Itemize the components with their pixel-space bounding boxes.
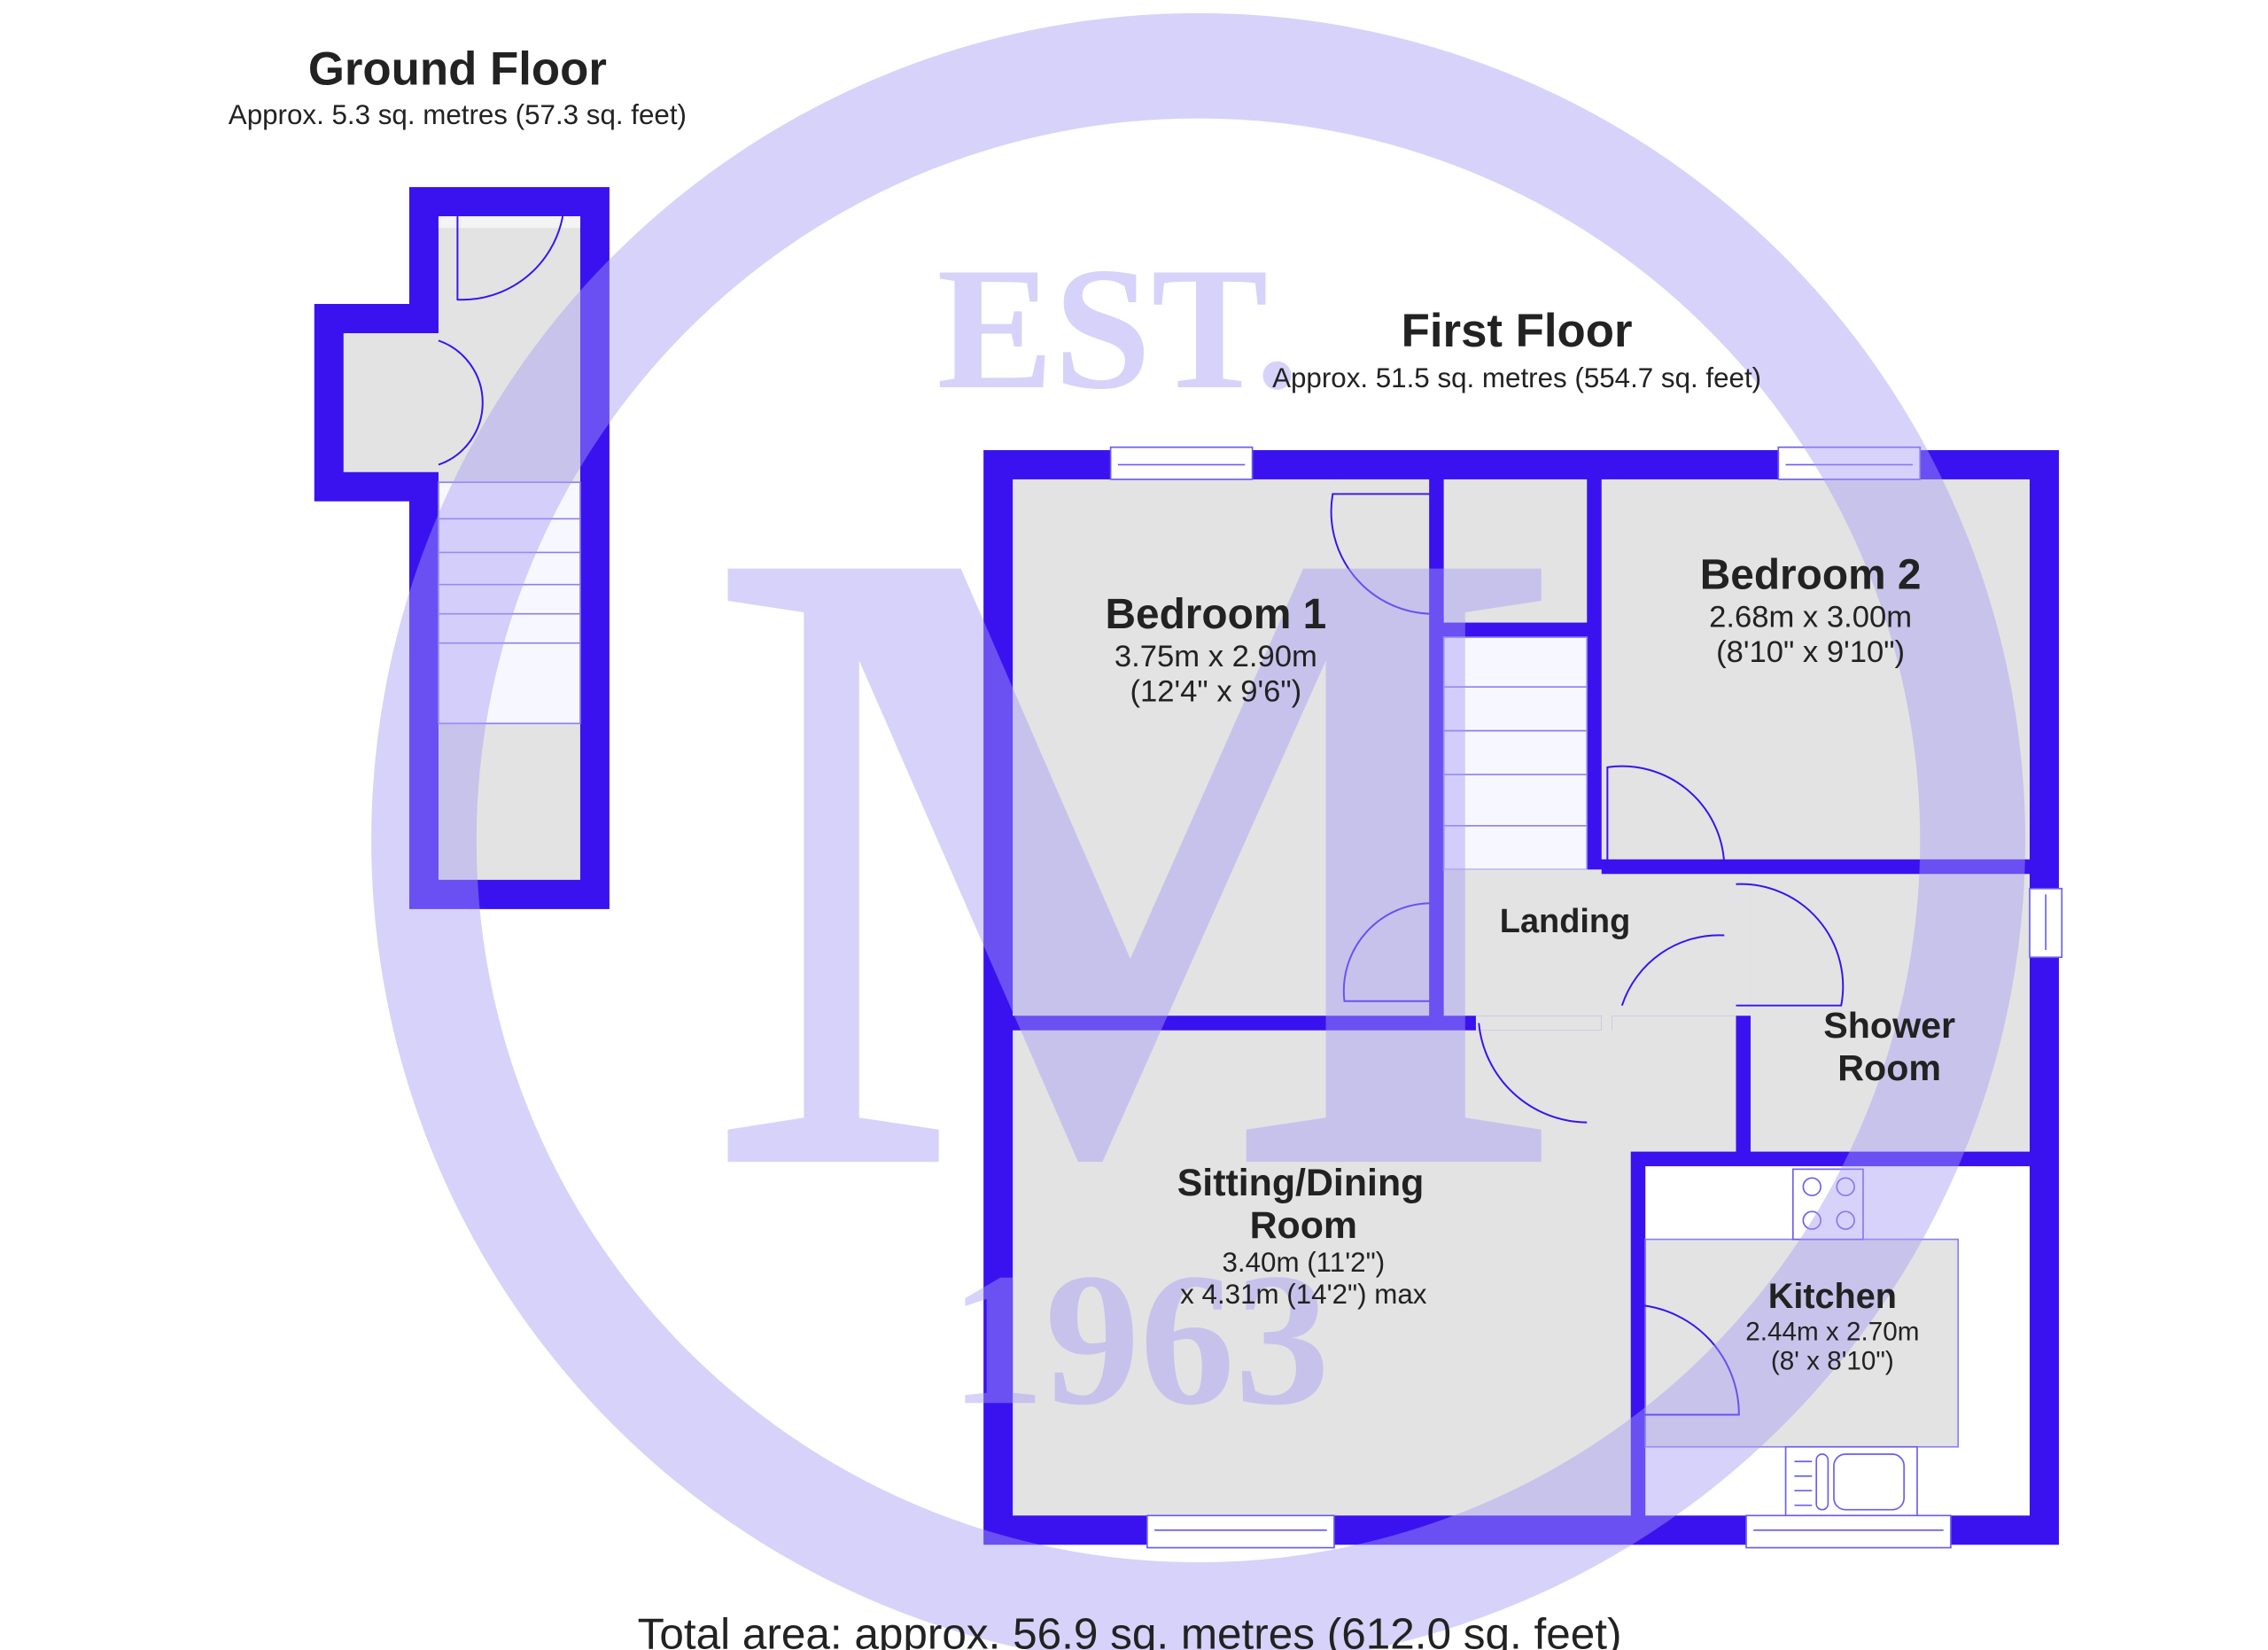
sitting-room-dim-2: x 4.31m (14'2") max — [1180, 1279, 1427, 1310]
sink-icon — [1784, 1445, 1918, 1517]
bedroom-2-imperial: (8'10" x 9'10") — [1716, 635, 1905, 669]
windows — [1109, 446, 2063, 1549]
hob-icon — [1791, 1168, 1864, 1241]
svg-text:EST.: EST. — [936, 231, 1299, 425]
svg-text:1963: 1963 — [950, 1234, 1330, 1444]
bedroom-1-metric: 3.75m x 2.90m — [1115, 640, 1317, 673]
kitchen-imperial: (8' x 8'10") — [1771, 1346, 1894, 1375]
sitting-room-label-2: Room — [1250, 1204, 1357, 1247]
sitting-room-label-1: Sitting/Dining — [1177, 1162, 1425, 1204]
shower-room-floor — [1750, 874, 2030, 1152]
bedroom-2-floor — [1601, 479, 2030, 860]
first-floor-plan — [983, 446, 2063, 1549]
stairs — [438, 481, 581, 725]
total-area: Total area: approx. 56.9 sq. metres (612… — [638, 1609, 1622, 1650]
ground-floor-area: Approx. 5.3 sq. metres (57.3 sq. feet) — [229, 99, 687, 130]
sitting-room-dim-1: 3.40m (11'2") — [1222, 1247, 1385, 1278]
watermark-logo: EST. M 1963 — [371, 13, 2025, 1650]
first-floor-title: First Floor — [1402, 305, 1633, 357]
bedroom-2-metric: 2.68m x 3.00m — [1709, 601, 1912, 634]
shower-room-label-2: Room — [1837, 1047, 1941, 1088]
sitting-room-floor — [1013, 1030, 1631, 1516]
svg-text:M: M — [712, 355, 1567, 1358]
first-floor-area: Approx. 51.5 sq. metres (554.7 sq. feet) — [1272, 362, 1761, 393]
ground-floor-plan — [314, 187, 610, 909]
kitchen-island — [1644, 1238, 1959, 1448]
kitchen-label: Kitchen — [1768, 1277, 1897, 1316]
landing-closet-floor — [1443, 479, 1588, 623]
shower-room-label-1: Shower — [1823, 1005, 1955, 1046]
kitchen-metric: 2.44m x 2.70m — [1745, 1317, 1919, 1346]
bedroom-2-label: Bedroom 2 — [1700, 552, 1922, 599]
bedroom-1-imperial: (12'4" x 9'6") — [1130, 675, 1302, 709]
cupboard-floor — [1612, 1016, 1736, 1152]
bedroom-1-floor — [1013, 479, 1430, 1016]
landing-floor — [1443, 869, 1751, 1152]
doors — [1330, 493, 1845, 1416]
bedroom-1-label: Bedroom 1 — [1105, 591, 1326, 638]
landing-label: Landing — [1500, 903, 1630, 940]
ground-floor-title: Ground Floor — [308, 43, 607, 96]
